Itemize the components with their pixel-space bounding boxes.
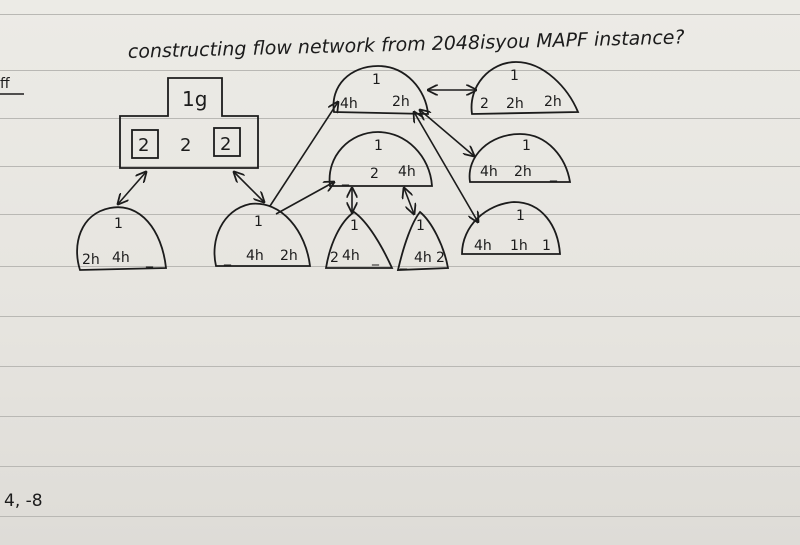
page-title: constructing flow network from 2048isyou…: [128, 26, 685, 63]
node-left-c0: 2h: [82, 252, 100, 268]
node-r3-top: 1: [516, 208, 525, 224]
node-c2-c1: 2: [370, 166, 379, 182]
edge-c1-r2: [420, 110, 474, 156]
node-b2-c2: 2: [436, 250, 445, 266]
node-r1-c2: 2h: [544, 94, 562, 110]
root-middle: 2: [180, 135, 191, 156]
node-left-c1: 4h: [112, 250, 130, 266]
edge-mid-c2: [275, 182, 334, 215]
node-mid-c1: 4h: [246, 248, 264, 264]
root-node: [119, 77, 259, 169]
node-r2-c0: 4h: [480, 164, 498, 180]
node-left-top: 1: [114, 216, 123, 232]
node-left: [76, 206, 167, 271]
node-b2-c1: 4h: [414, 250, 432, 266]
node-r3-c2: 1: [542, 238, 551, 254]
margin-mark: ff: [0, 76, 10, 92]
node-r2-top: 1: [522, 138, 531, 154]
node-b1-top: 1: [350, 218, 359, 234]
edge-c1-r3: [414, 112, 478, 222]
node-c1-c0: 4h: [340, 96, 358, 112]
node-b1-c0: 2: [330, 250, 339, 266]
node-mid-c2: 2h: [280, 248, 298, 264]
node-b2-c0: _: [399, 254, 408, 270]
edge-c2-b2: [404, 188, 414, 214]
node-r2-c2: _: [549, 166, 558, 182]
node-c2-c0: _: [341, 170, 350, 186]
edge-root-left: [118, 172, 146, 204]
node-left-c2: _: [145, 252, 154, 268]
node-c2-c2: 4h: [398, 164, 416, 180]
node-r3-c0: 4h: [474, 238, 492, 254]
corner-note: 4, -8: [4, 491, 43, 511]
edge-root-mid: [234, 172, 264, 202]
node-c2-top: 1: [374, 138, 383, 154]
node-b1-c2: _: [371, 250, 380, 266]
root-left-box: 2: [138, 135, 149, 156]
node-c1: [332, 65, 429, 115]
node-r1-c1: 2h: [506, 96, 524, 112]
edge-mid-c1: [269, 102, 338, 207]
node-c1-top: 1: [372, 72, 381, 88]
node-mid-c0: _: [223, 250, 232, 266]
node-b1-c1: 4h: [342, 248, 360, 264]
node-r2-c1: 2h: [514, 164, 532, 180]
node-r3: [461, 201, 561, 255]
node-c1-c1: _: [369, 98, 378, 114]
node-c1-c2: 2h: [392, 94, 410, 110]
root-right-box: 2: [220, 134, 231, 155]
node-b2-top: 1: [416, 218, 425, 234]
node-r1-c0: 2: [480, 96, 489, 112]
node-mid-top: 1: [254, 214, 263, 230]
root-top-label: 1g: [182, 87, 207, 111]
node-r1-top: 1: [510, 68, 519, 84]
node-r3-c1: 1h: [510, 238, 528, 254]
